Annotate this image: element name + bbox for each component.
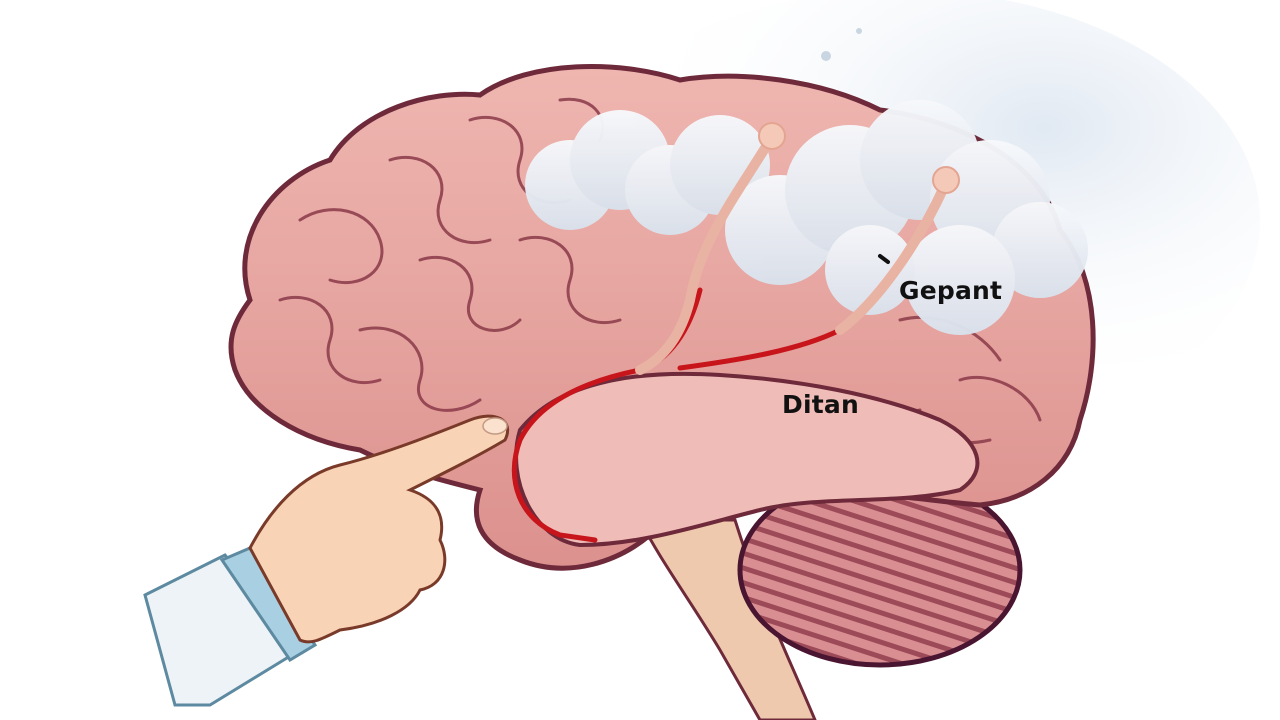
nerve-ending (758, 122, 786, 150)
nerve-fibers (635, 135, 950, 375)
brain-folds (278, 97, 1042, 445)
pointing-hand (248, 414, 509, 644)
marker-tick (878, 254, 890, 264)
temporal-lobe (514, 371, 980, 548)
cloud-cluster (525, 100, 1088, 335)
sleeve (143, 553, 303, 707)
fingernail (482, 417, 508, 435)
nerve-ending (932, 166, 960, 194)
label-ditan: Ditan (782, 390, 859, 419)
sleeve-cuff (219, 546, 318, 663)
floating-dot (821, 51, 831, 61)
label-gepant: Gepant (899, 276, 1003, 305)
floating-dot (856, 28, 862, 34)
